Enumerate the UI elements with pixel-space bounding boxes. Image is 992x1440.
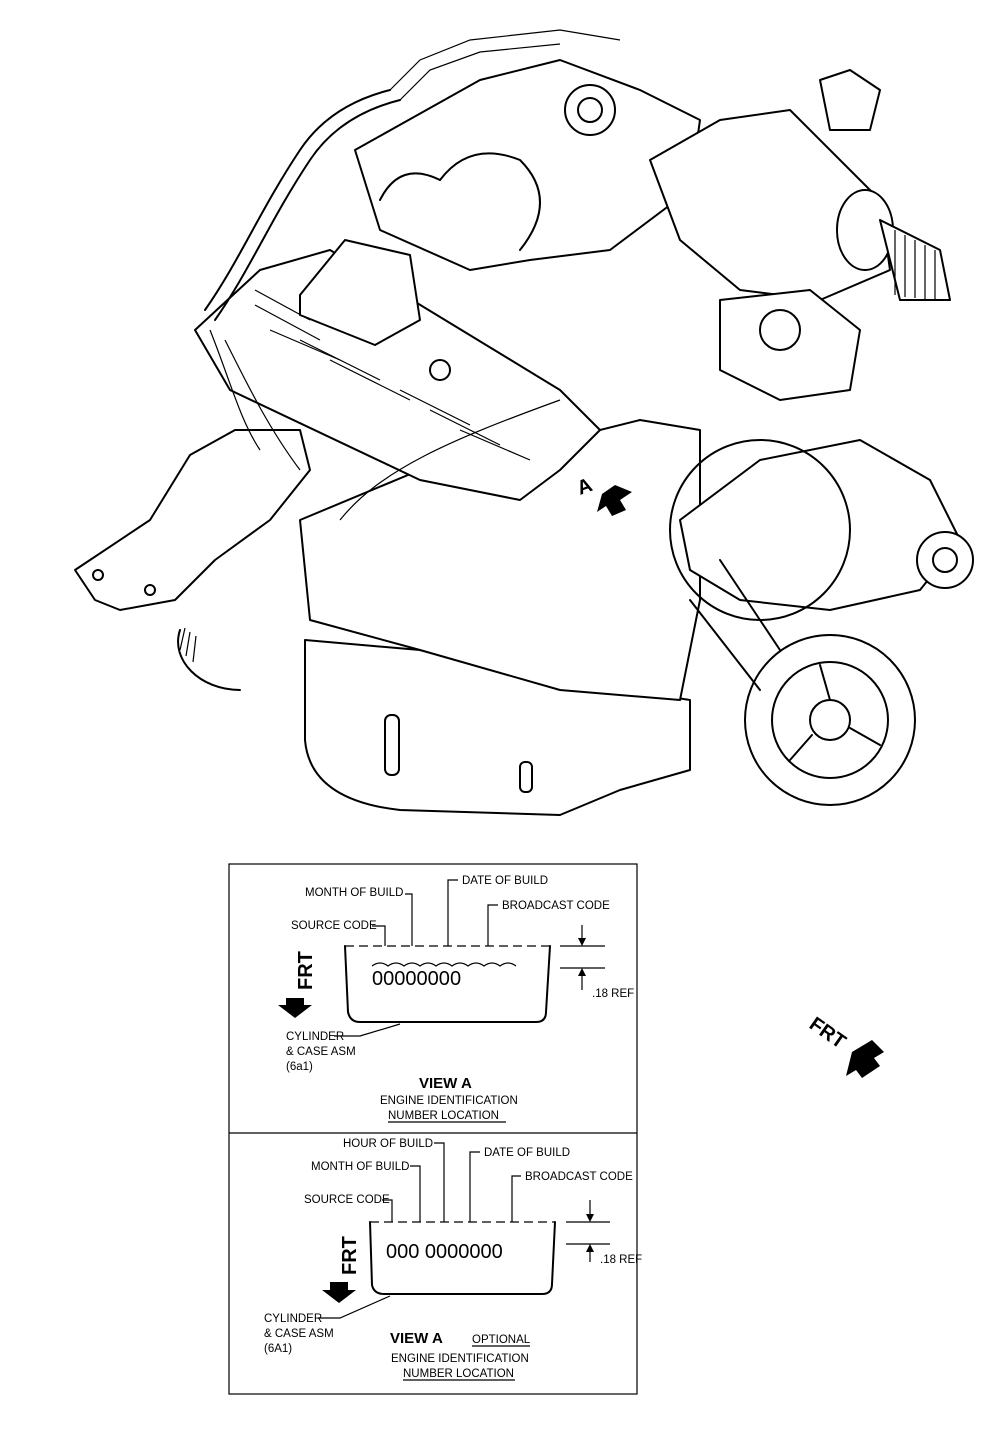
label-month-of-build: MONTH OF BUILD: [305, 887, 403, 899]
view-marker-label: A: [574, 474, 595, 500]
crank-pulley: [744, 634, 916, 806]
alternator: [719, 289, 861, 401]
label-cylinder-line2: & CASE ASM: [264, 1328, 334, 1340]
id-digit-stamp: 000 0000000: [386, 1241, 503, 1263]
label-cylinder-line3: (6a1): [286, 1061, 313, 1073]
view-a-standard: MONTH OF BUILD DATE OF BUILD SOURCE CODE…: [278, 875, 634, 1123]
wiring-harness: [204, 89, 391, 311]
view-a-title: VIEW A: [419, 1075, 472, 1092]
label-broadcast-code: BROADCAST CODE: [525, 1171, 633, 1183]
label-cylinder-line2: & CASE ASM: [286, 1046, 356, 1058]
label-cylinder-line3: (6A1): [264, 1343, 292, 1355]
view-front-arrow: [322, 1282, 356, 1303]
view-front-label: FRT: [339, 1236, 361, 1275]
view-a-title-suffix: OPTIONAL: [472, 1334, 531, 1346]
case-outline: [344, 945, 551, 1023]
engine-illustration: A: [74, 29, 974, 816]
ignition-coil: [299, 239, 421, 346]
label-hour-of-build: HOUR OF BUILD: [343, 1138, 433, 1150]
view-a-caption-line1: ENGINE IDENTIFICATION: [380, 1095, 518, 1107]
id-digit-stamp: 0000000 0: [372, 968, 461, 990]
page-front-label: FRT: [805, 1013, 849, 1053]
view-front-label: FRT: [295, 951, 317, 990]
drive-belt: [689, 559, 781, 691]
view-a-optional: HOUR OF BUILD DATE OF BUILD MONTH OF BUI…: [264, 1138, 642, 1381]
view-a-caption-line2: NUMBER LOCATION: [388, 1110, 499, 1122]
label-cylinder-line1: CYLINDER: [264, 1313, 322, 1325]
page-front-arrow: [846, 1040, 884, 1078]
svg-text:0000000: 0000000: [372, 968, 450, 990]
view-a-title: VIEW A: [390, 1330, 443, 1347]
label-month-of-build: MONTH OF BUILD: [311, 1161, 409, 1173]
label-date-of-build: DATE OF BUILD: [462, 875, 548, 887]
view-a-caption-line2: NUMBER LOCATION: [403, 1368, 514, 1380]
svg-text:0: 0: [450, 968, 461, 990]
view-a-caption-line1: ENGINE IDENTIFICATION: [391, 1353, 529, 1365]
view-front-arrow: [278, 998, 312, 1018]
label-broadcast-code: BROADCAST CODE: [502, 900, 610, 912]
water-pump: [679, 439, 961, 611]
water-pump-hub: [916, 531, 974, 589]
svg-text:000 0000000: 000 0000000: [386, 1241, 503, 1263]
page-front-indicator: FRT: [805, 1013, 884, 1078]
label-cylinder-line1: CYLINDER: [286, 1031, 344, 1043]
label-source-code: SOURCE CODE: [304, 1194, 390, 1206]
label-source-code: SOURCE CODE: [291, 920, 377, 932]
label-ref-dimension: .18 REF: [592, 988, 634, 1000]
label-date-of-build: DATE OF BUILD: [484, 1147, 570, 1159]
label-ref-dimension: .18 REF: [600, 1254, 642, 1266]
exhaust-manifold: [74, 429, 311, 611]
throttle-body: [649, 109, 891, 301]
view-marker-arrow: [597, 485, 632, 516]
flywheel-edge: [177, 629, 241, 691]
oil-pan: [304, 639, 691, 816]
case-outline: [369, 1221, 556, 1295]
detail-panel-frame: [228, 863, 638, 1395]
